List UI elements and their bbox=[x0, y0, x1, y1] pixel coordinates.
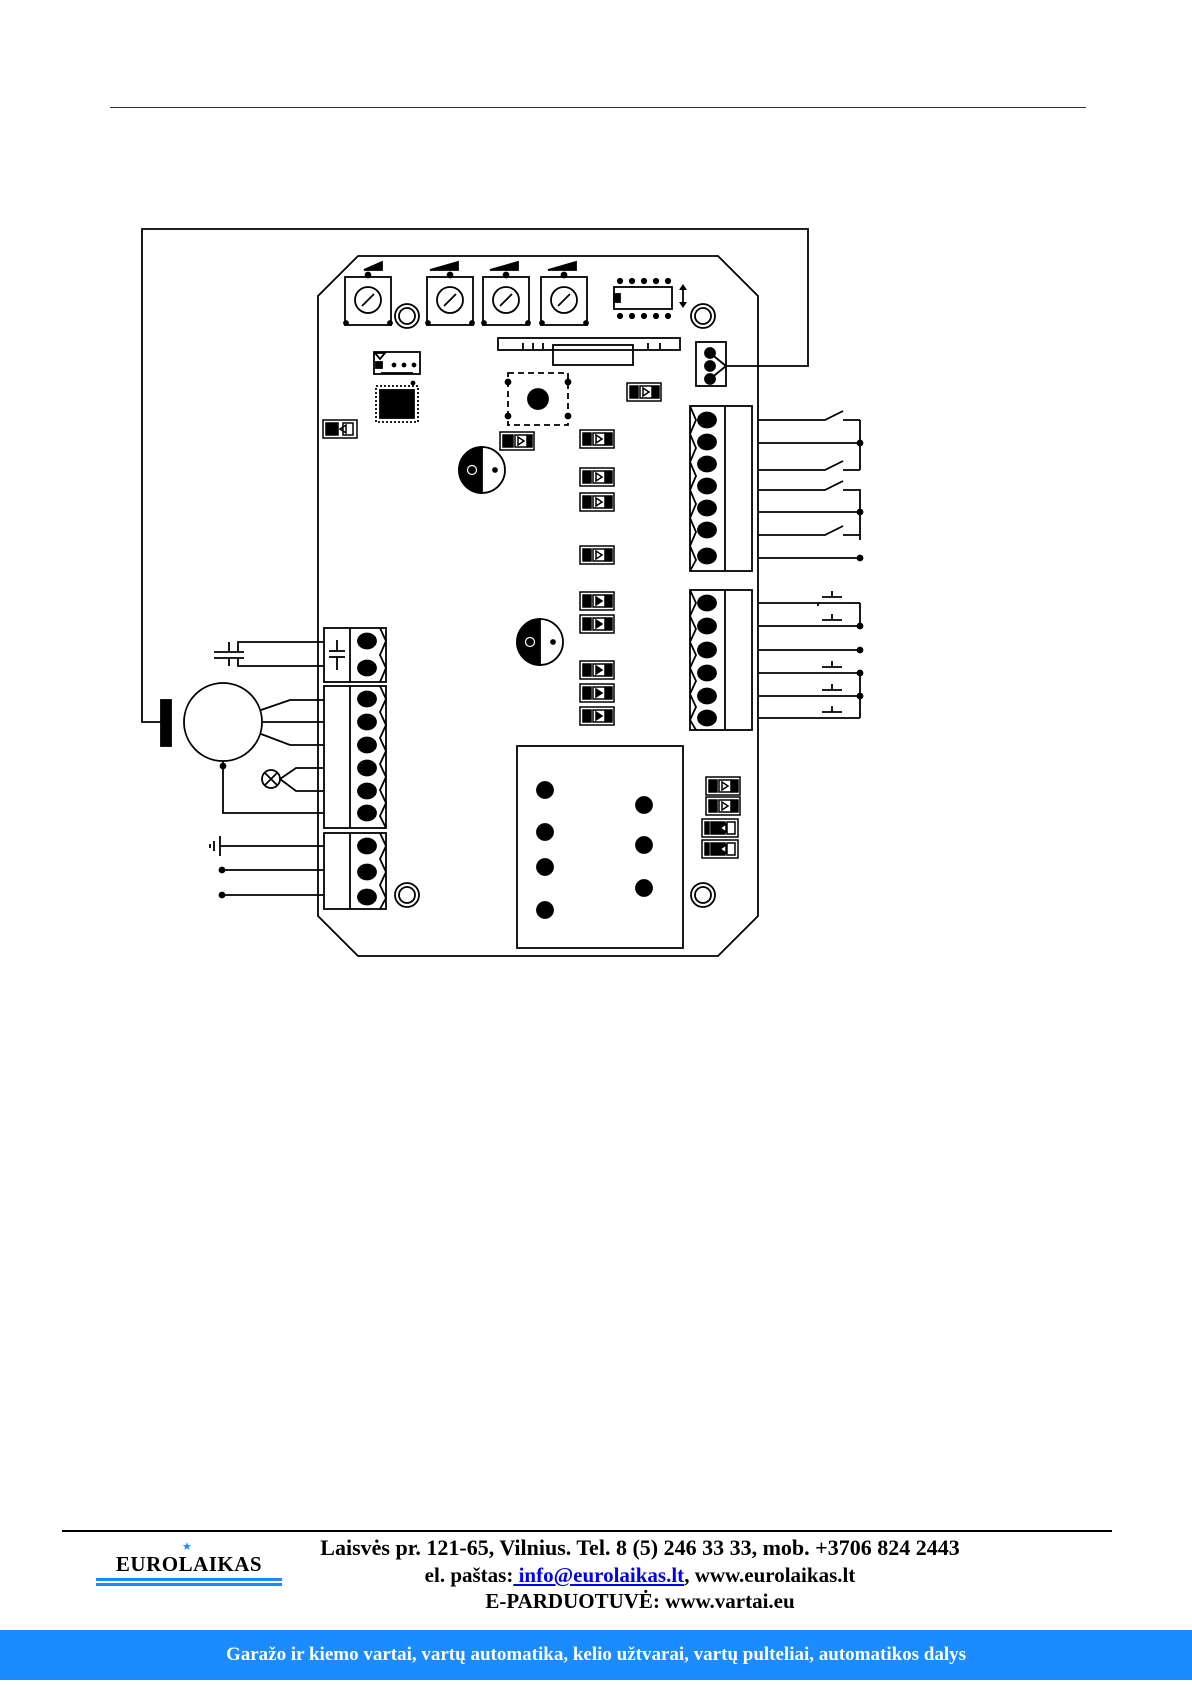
shop-line: E-PARDUOTUVĖ: www.vartai.eu bbox=[290, 1588, 990, 1614]
diode bbox=[580, 615, 614, 633]
encoder-connector bbox=[696, 342, 726, 386]
motor bbox=[161, 683, 324, 813]
diode bbox=[706, 797, 740, 815]
electrolytic-capacitors bbox=[459, 447, 563, 665]
power-supply-wires bbox=[210, 836, 324, 898]
logo-underline bbox=[96, 1583, 282, 1586]
terminal-block-safety bbox=[690, 590, 752, 730]
diode bbox=[580, 493, 614, 511]
trimmer-2 bbox=[426, 262, 474, 325]
mounting-holes bbox=[395, 304, 715, 907]
diode bbox=[500, 432, 534, 450]
control-board-wiring-diagram bbox=[0, 0, 1192, 1000]
trimmer-4 bbox=[540, 262, 588, 325]
trimmer-3 bbox=[482, 262, 530, 325]
dip-switch bbox=[614, 279, 687, 318]
microcontroller bbox=[374, 352, 420, 422]
diode bbox=[580, 546, 614, 564]
email-line: el. paštas: info@eurolaikas.lt, www.euro… bbox=[290, 1562, 990, 1588]
footer-rule bbox=[62, 1530, 1112, 1532]
diode bbox=[580, 430, 614, 448]
diode bbox=[323, 420, 357, 438]
company-logo: ★ EUROLAIKAS bbox=[96, 1540, 282, 1586]
logo-text: EUROLAIKAS bbox=[96, 1552, 282, 1576]
contact-info: Laisvės pr. 121-65, Vilnius. Tel. 8 (5) … bbox=[290, 1534, 990, 1614]
input-switches bbox=[758, 411, 863, 561]
terminal-block-inputs bbox=[690, 406, 752, 571]
diode bbox=[706, 777, 740, 795]
diode bbox=[702, 819, 738, 837]
terminal-block-power bbox=[324, 833, 386, 909]
email-prefix: el. paštas: bbox=[425, 1563, 514, 1587]
diode bbox=[627, 383, 661, 401]
header-strip bbox=[498, 338, 680, 365]
logo-underline bbox=[96, 1578, 282, 1581]
diode bbox=[702, 840, 738, 858]
email-link[interactable]: info@eurolaikas.lt bbox=[513, 1563, 684, 1587]
diode bbox=[580, 592, 614, 610]
warning-lamp bbox=[262, 768, 324, 791]
relay bbox=[517, 746, 683, 948]
trimmer-potentiometers bbox=[344, 262, 588, 325]
website-text: , www.eurolaikas.lt bbox=[684, 1563, 855, 1587]
terminal-block-motor bbox=[324, 686, 386, 828]
terminal-block-capacitor bbox=[324, 628, 386, 682]
push-button bbox=[506, 373, 571, 425]
diode bbox=[580, 707, 614, 725]
diode bbox=[580, 661, 614, 679]
footer-banner: Garažo ir kiemo vartai, vartų automatika… bbox=[0, 1630, 1192, 1680]
diode bbox=[580, 468, 614, 486]
trimmer-1 bbox=[344, 262, 392, 325]
diode bbox=[580, 684, 614, 702]
address-line: Laisvės pr. 121-65, Vilnius. Tel. 8 (5) … bbox=[290, 1534, 990, 1562]
motor-capacitor bbox=[214, 642, 324, 666]
safety-contacts bbox=[758, 591, 863, 718]
